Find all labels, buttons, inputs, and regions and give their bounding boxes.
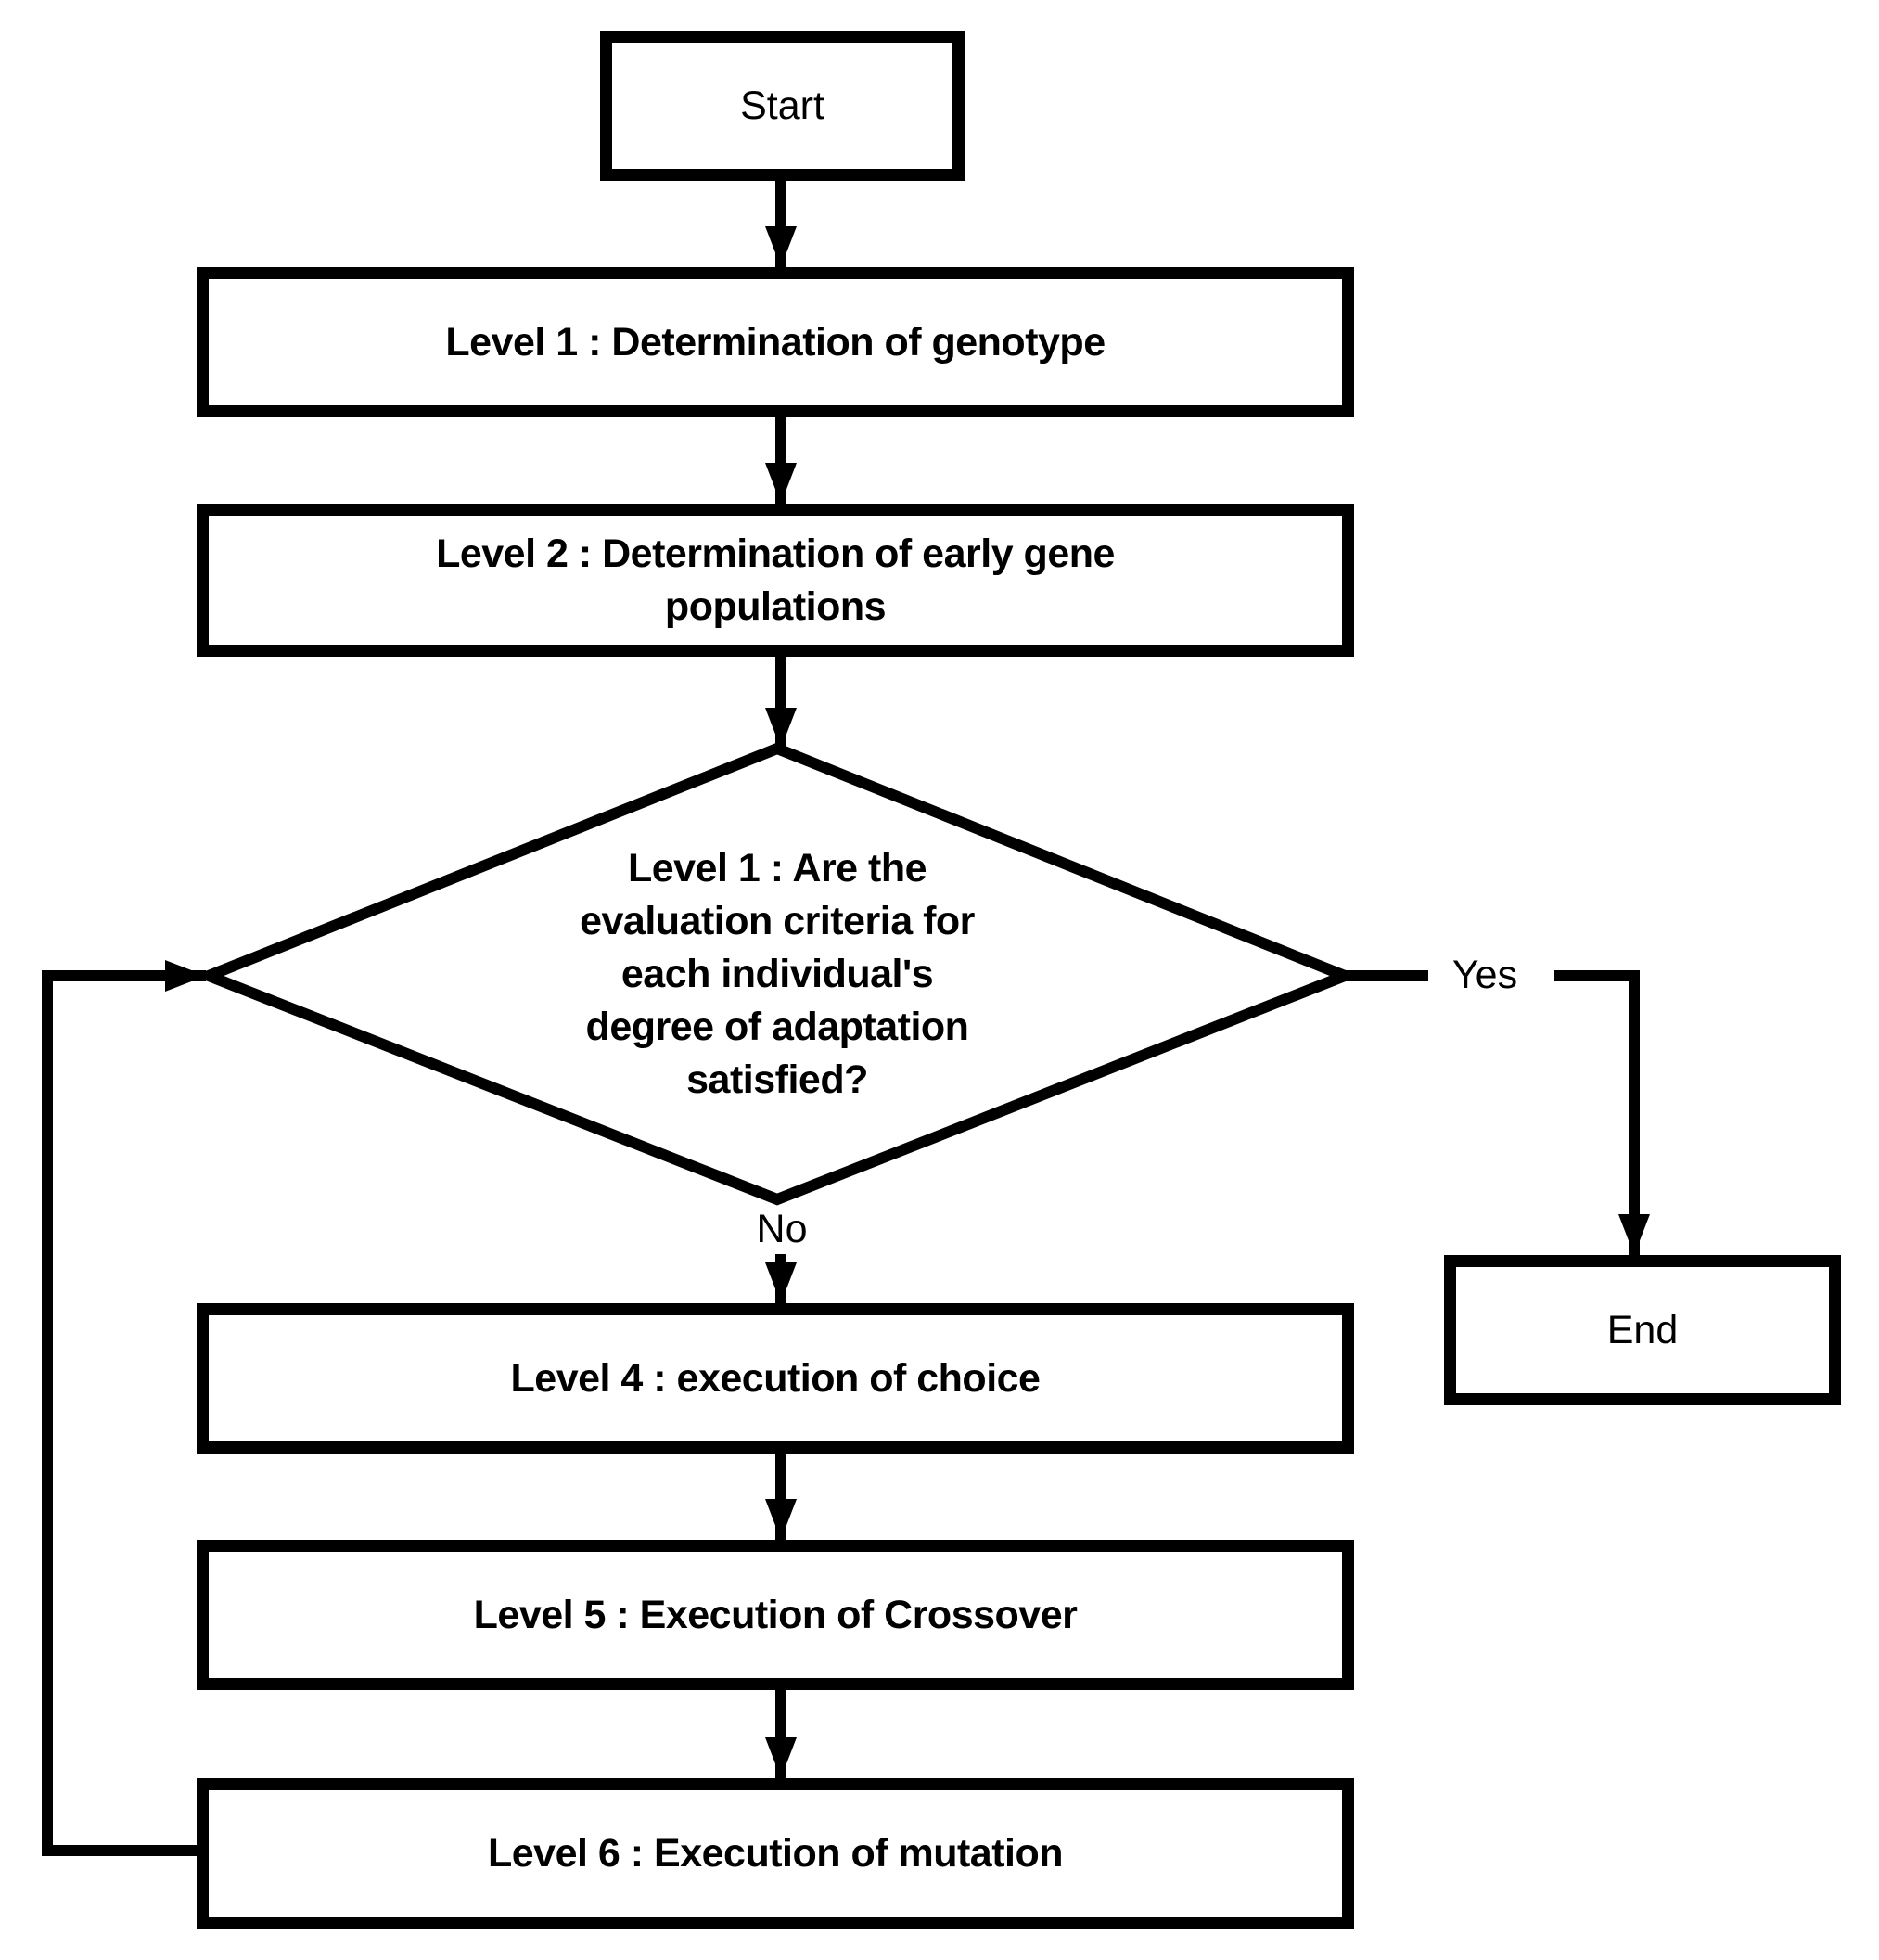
node-end: End bbox=[1444, 1255, 1841, 1405]
decision-diamond-shape bbox=[193, 742, 1361, 1206]
node-level4-label: Level 4 : execution of choice bbox=[510, 1355, 1041, 1401]
node-level1: Level 1 : Determination of genotype bbox=[197, 267, 1354, 417]
edge-label-no: No bbox=[756, 1207, 808, 1251]
node-end-label: End bbox=[1606, 1307, 1679, 1352]
node-start-label: Start bbox=[740, 83, 824, 128]
node-level4: Level 4 : execution of choice bbox=[197, 1303, 1354, 1454]
edge-label-yes: Yes bbox=[1433, 949, 1537, 1001]
node-level2-label: Level 2 : Determination of early gene po… bbox=[436, 531, 1115, 629]
node-level1-label: Level 1 : Determination of genotype bbox=[445, 319, 1106, 365]
edge-yes-segment-to-end bbox=[1554, 970, 1650, 1261]
node-level2: Level 2 : Determination of early gene po… bbox=[197, 504, 1354, 657]
node-level5-label: Level 5 : Execution of Crossover bbox=[473, 1592, 1078, 1637]
node-start: Start bbox=[600, 31, 965, 181]
node-level5: Level 5 : Execution of Crossover bbox=[197, 1540, 1354, 1690]
node-level6-label: Level 6 : Execution of mutation bbox=[487, 1831, 1064, 1876]
node-level6: Level 6 : Execution of mutation bbox=[197, 1778, 1354, 1929]
edge-loop-from-level6 bbox=[42, 970, 202, 1856]
node-decision-label: Level 1 : Are the evaluation criteria fo… bbox=[580, 845, 975, 1102]
